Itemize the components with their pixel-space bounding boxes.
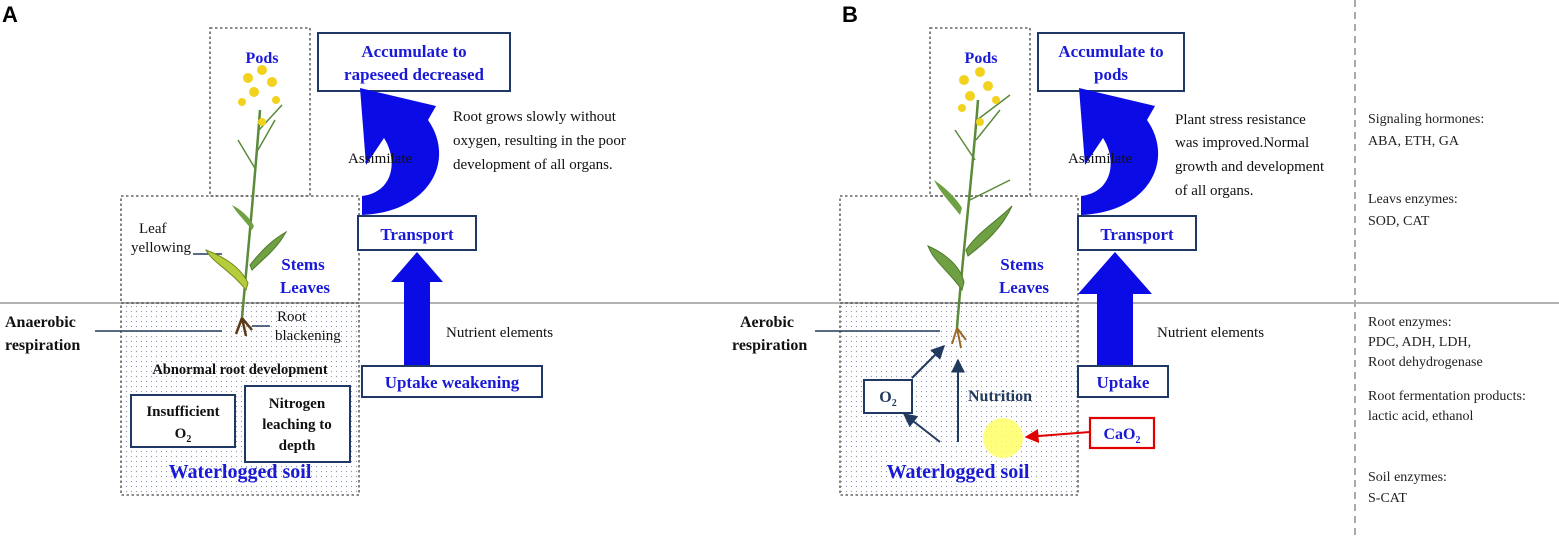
assimilate-label-a: Assimilate (348, 151, 413, 167)
root-label-line1-a: Root (277, 309, 307, 325)
pods-label-a: Pods (246, 50, 279, 67)
root-enzymes-list1: PDC, ADH, LDH, (1368, 335, 1471, 350)
hormones-list: ABA, ETH, GA (1368, 134, 1460, 149)
leaf-label-line1-a: Leaf (139, 221, 166, 237)
respiration-line1-a: Anaerobic (5, 314, 76, 331)
uptake-label-a: Uptake weakening (385, 373, 520, 392)
uptake-box-a (361, 365, 543, 398)
leaf-label-line2-a: yellowing (131, 240, 191, 256)
cao2-arrow (1024, 429, 1091, 443)
nitrogen-line3-a: depth (279, 438, 316, 454)
accumulate-line2-a: rapeseed decreased (344, 65, 484, 84)
panel-b-letter: B (842, 2, 858, 27)
soil-enzymes-list: S-CAT (1368, 491, 1407, 506)
transport-label-b: Transport (1100, 225, 1174, 244)
note-line3-b: growth and development (1175, 159, 1325, 175)
root-enzymes-list2: Root dehydrogenase (1368, 355, 1483, 370)
accumulate-box-b (1037, 32, 1185, 92)
stems-label-a: Stems (281, 255, 325, 274)
root-label-line2-a: blackening (275, 328, 341, 344)
cao2-subscript: 2 (1136, 435, 1141, 446)
o2-subscript-a: 2 (186, 434, 191, 445)
root-enzymes-title: Root enzymes: (1368, 315, 1452, 330)
respiration-line1-b: Aerobic (740, 314, 794, 331)
note-line1-a: Root grows slowly without (453, 109, 617, 125)
respiration-line2-b: respiration (732, 337, 807, 354)
nitrogen-line1-a: Nitrogen (269, 396, 326, 412)
soil-label-b: Waterlogged soil (887, 461, 1030, 483)
cao2-box (1088, 416, 1156, 450)
granule-to-o2-arrow (902, 413, 941, 443)
assimilate-arrow-b (1079, 88, 1159, 215)
accumulate-line1-a: Accumulate to (361, 42, 466, 61)
o2-symbol-a: O (175, 426, 187, 442)
cao2-label: CaO2 (1104, 426, 1141, 446)
leaves-label-a: Leaves (280, 278, 330, 297)
rapeseed-plant-b (927, 67, 1013, 349)
o2-subscript-b: 2 (892, 398, 897, 409)
soil-enzymes-title: Soil enzymes: (1368, 470, 1447, 485)
note-line4-b: of all organs. (1175, 183, 1253, 199)
nitrogen-box-a (244, 385, 351, 463)
hormones-title: Signaling hormones: (1368, 112, 1484, 127)
fermentation-title: Root fermentation products: (1368, 389, 1526, 404)
assimilate-label-b: Assimilate (1068, 151, 1133, 167)
nutrient-label-a: Nutrient elements (446, 325, 553, 341)
leaf-enzymes-title: Leavs enzymes: (1368, 192, 1458, 207)
note-line2-a: oxygen, resulting in the poor (453, 133, 626, 149)
respiration-line2-a: respiration (5, 337, 80, 354)
rapeseed-plant-a (204, 65, 288, 337)
panel-a-letter: A (2, 2, 18, 27)
o2-label-b: O2 (879, 389, 896, 409)
cao2-symbol: CaO (1104, 426, 1136, 443)
nutrition-label-b: Nutrition (968, 388, 1032, 405)
transport-label-a: Transport (380, 225, 454, 244)
stems-label-b: Stems (1000, 255, 1044, 274)
uptake-arrow-a (391, 252, 443, 366)
abnormal-label-a: Abnormal root development (152, 362, 328, 378)
soil-label-a: Waterlogged soil (169, 461, 312, 483)
nitrogen-line2-a: leaching to (262, 417, 332, 433)
nutrient-label-b: Nutrient elements (1157, 325, 1264, 341)
o2-to-root-arrow (911, 345, 945, 379)
accumulate-line1-b: Accumulate to (1058, 42, 1163, 61)
o2-symbol-b: O (879, 389, 891, 406)
transport-box-a (357, 215, 477, 251)
accumulate-box-a (317, 32, 511, 92)
panel-a: A Pods Accumulate to rapeseed decreased … (2, 2, 626, 496)
transport-box-b (1077, 215, 1197, 251)
assimilate-arrow-a (360, 88, 440, 215)
insufficient-box-a (130, 394, 236, 448)
uptake-label-b: Uptake (1097, 373, 1150, 392)
note-line3-a: development of all organs. (453, 157, 613, 173)
panel-b: B Pods Accumulate to pods Assimilate Pla… (732, 2, 1325, 496)
leaf-enzymes-list: SOD, CAT (1368, 214, 1430, 229)
o2-box-b (863, 379, 913, 414)
uptake-arrow-b (1078, 252, 1152, 366)
cao2-granule (983, 418, 1023, 458)
fermentation-list: lactic acid, ethanol (1368, 409, 1473, 424)
insufficient-line2-a: O2 (175, 426, 192, 445)
leaves-label-b: Leaves (999, 278, 1049, 297)
sidebar-notes: Signaling hormones: ABA, ETH, GA Leavs e… (1368, 112, 1526, 506)
accumulate-line2-b: pods (1094, 65, 1128, 84)
pods-region-a (209, 27, 311, 197)
pods-region-b (929, 27, 1031, 197)
note-line2-b: was improved.Normal (1175, 135, 1309, 151)
pods-label-b: Pods (965, 50, 998, 67)
insufficient-line1-a: Insufficient (146, 404, 219, 420)
uptake-box-b (1077, 365, 1169, 398)
note-line1-b: Plant stress resistance (1175, 112, 1306, 128)
